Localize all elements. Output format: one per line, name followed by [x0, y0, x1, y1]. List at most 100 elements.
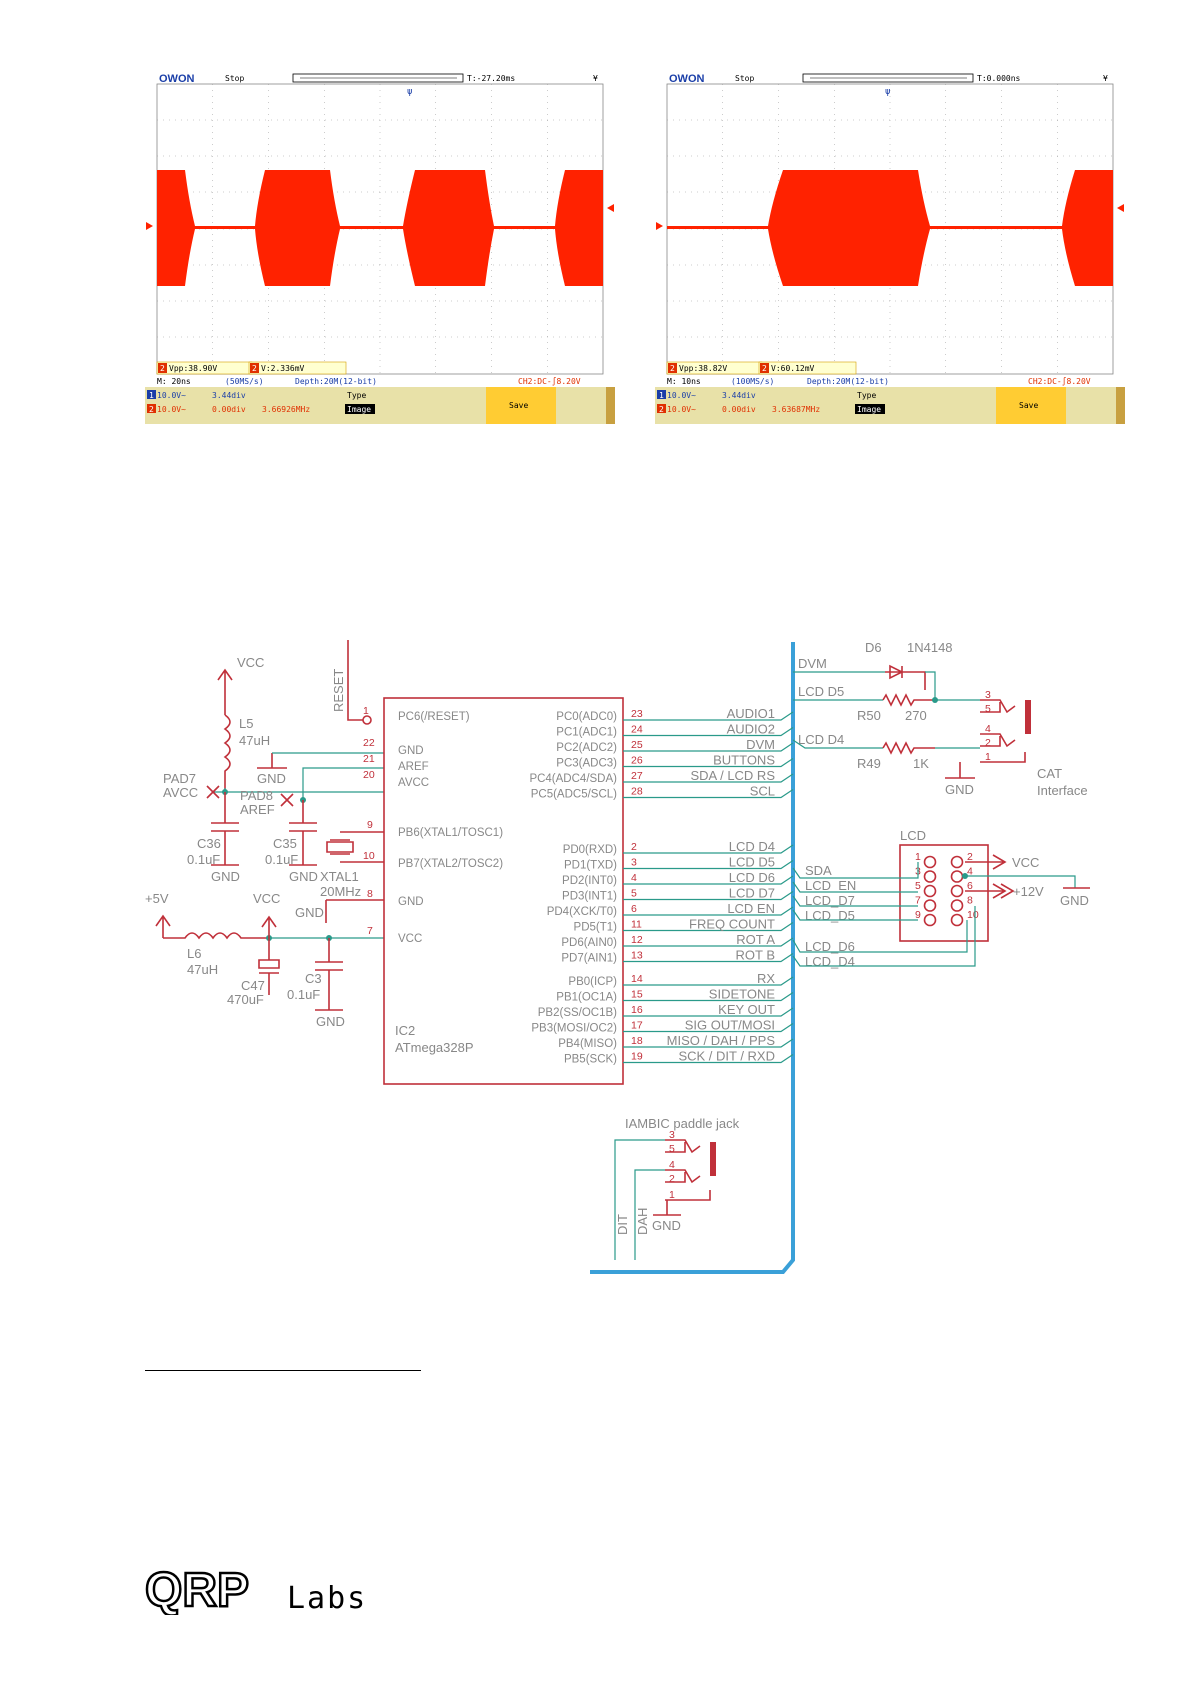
pin-number: 22: [363, 737, 375, 749]
net-label: ROT A: [736, 932, 775, 947]
plus12v-label: +12V: [1013, 884, 1044, 899]
oscilloscope-screenshot-1: OWON Stop T:-27.20ms ¥ ψ: [145, 72, 615, 424]
pin-name: AVCC: [398, 777, 429, 789]
pin-net-wire: [623, 953, 794, 963]
pin-net-wire: [623, 875, 794, 885]
net-label: KEY OUT: [718, 1002, 775, 1017]
type-value: Image: [857, 405, 881, 414]
pin-name: PC3(ADC3): [556, 758, 617, 770]
pin-number: 1: [363, 705, 369, 717]
signal-bus: [590, 642, 795, 1274]
lcd-label: LCD: [900, 828, 926, 843]
lcd-pin-number: 7: [915, 895, 921, 907]
save-button[interactable]: Save: [509, 401, 528, 410]
lcd-pin-number: 4: [967, 866, 973, 878]
ch1-offset: 3.44div: [212, 391, 246, 400]
net-label: SCL: [750, 784, 775, 799]
d6-value: 1N4148: [907, 640, 953, 655]
pin-name: PB0(ICP): [568, 976, 617, 988]
net-label: LCD D4: [729, 839, 775, 854]
pad7-label: PAD7: [163, 771, 196, 786]
lcd-pin-number: 5: [915, 880, 921, 892]
pin-number: 14: [631, 973, 643, 985]
svg-text:2: 2: [762, 364, 767, 373]
net-label: ROT B: [736, 948, 776, 963]
bus-net-label: DVM: [798, 656, 827, 671]
memory-depth: Depth:20M(12-bit): [807, 377, 889, 386]
pin-number: 27: [631, 770, 643, 782]
c3-label: C3: [305, 971, 322, 986]
gnd-label: GND: [945, 782, 974, 797]
net-label: SIDETONE: [709, 987, 776, 1002]
svg-text:¥: ¥: [593, 74, 598, 83]
lcd-net-label: SDA: [805, 863, 832, 878]
gnd-label: GND: [289, 869, 318, 884]
sample-rate: (100MS/s): [731, 377, 774, 386]
svg-text:1: 1: [149, 391, 154, 400]
vcc-label: VCC: [253, 891, 280, 906]
trigger-info: CH2:DC-∫8.20V: [1028, 377, 1091, 386]
svg-text:2: 2: [985, 737, 991, 749]
pin-net-wire: [623, 891, 794, 901]
net-label: LCD EN: [727, 901, 775, 916]
lcd-pin: [950, 884, 964, 898]
waveform-trace: [667, 170, 1113, 286]
pin-net-wire: [623, 937, 794, 947]
net-label: SCK / DIT / RXD: [678, 1049, 775, 1064]
pin-name: PC6(/RESET): [398, 711, 470, 723]
pin-name: GND: [398, 745, 424, 757]
cat-label: CAT: [1037, 766, 1062, 781]
pin-name: PB5(SCK): [564, 1054, 617, 1066]
net-label: AUDIO1: [727, 706, 775, 721]
save-button[interactable]: Save: [1019, 401, 1038, 410]
pin-name: PC2(ADC2): [556, 742, 617, 754]
svg-text:5: 5: [669, 1143, 675, 1155]
memory-depth: Depth:20M(12-bit): [295, 377, 377, 386]
gnd-label: GND: [211, 869, 240, 884]
lcd-pin: [923, 855, 937, 869]
measure-v: V:2.336mV: [261, 364, 305, 373]
pin-name: PD4(XCK/T0): [547, 906, 617, 918]
c47-label: C47: [241, 978, 265, 993]
pin-number: 15: [631, 989, 643, 1001]
xtal1-value: 20MHz: [320, 884, 361, 899]
pin-name: PD5(T1): [574, 922, 618, 934]
net-label: FREQ COUNT: [689, 917, 775, 932]
timebase: M: 10ns: [667, 377, 701, 386]
pad8-label: PAD8: [240, 788, 273, 803]
lcd-pin: [923, 913, 937, 927]
pin-name: PD2(INT0): [562, 875, 617, 887]
pin-number: 6: [631, 903, 637, 915]
svg-text:1: 1: [985, 751, 991, 763]
c36-label: C36: [197, 836, 221, 851]
ch2-scale: 10.0V~: [157, 405, 186, 414]
pin-name: PC4(ADC4/SDA): [529, 773, 617, 785]
type-value: Image: [347, 405, 371, 414]
lcd-pin-number: 10: [967, 909, 979, 921]
measure-vpp: Vpp:38.90V: [169, 364, 217, 373]
net-label: RX: [757, 971, 775, 986]
circuit-schematic: .red{stroke:#c0303a;fill:none;stroke-wid…: [145, 640, 1125, 1284]
r49-label: R49: [857, 756, 881, 771]
gnd-label: GND: [652, 1218, 681, 1233]
lcd-pin: [923, 884, 937, 898]
lcd-net-label: LCD_D5: [805, 908, 855, 923]
xtal1-label: XTAL1: [320, 869, 359, 884]
pin-net-wire: [623, 844, 794, 854]
lcd-pin-number: 9: [915, 909, 921, 921]
c3-value: 0.1uF: [287, 987, 320, 1002]
pin-net-wire: [623, 758, 794, 768]
gnd-label: GND: [316, 1014, 345, 1029]
pin-name: PC0(ADC0): [556, 711, 617, 723]
pin-number: 3: [631, 857, 637, 869]
lcd-pin: [923, 899, 937, 912]
pin-name: PD0(RXD): [563, 844, 617, 856]
gnd-label: GND: [1060, 893, 1089, 908]
scope-trigger-time: T:-27.20ms: [467, 74, 515, 83]
pin-name: PD7(AIN1): [561, 953, 617, 965]
pin-number: 18: [631, 1035, 643, 1047]
scope-trigger-time: T:0.000ns: [977, 74, 1021, 83]
c36-value: 0.1uF: [187, 852, 220, 867]
ic-name: IC2: [395, 1023, 415, 1038]
